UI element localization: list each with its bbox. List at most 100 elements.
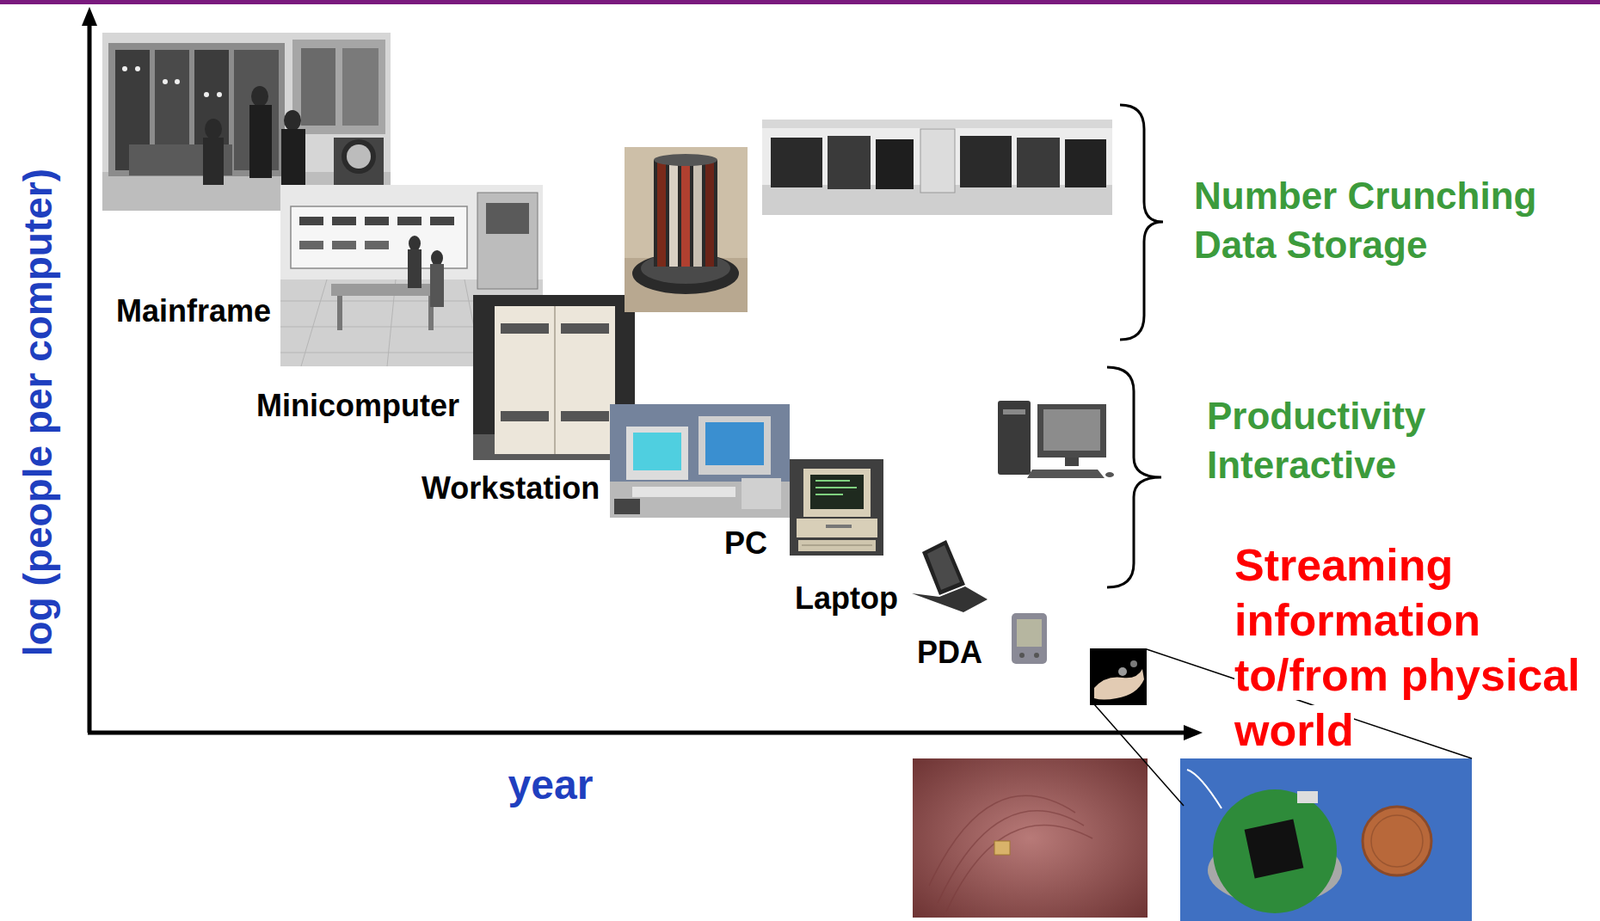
workstation-desk-photo xyxy=(632,486,736,498)
laptop-picture xyxy=(911,586,988,613)
minicomputer-photo xyxy=(332,216,357,226)
label-holder: PDA xyxy=(916,633,983,671)
supercomputer-photo xyxy=(681,160,690,267)
top-bar xyxy=(0,0,1600,5)
workstation-desk-photo xyxy=(741,478,782,510)
desktop-pc-picture xyxy=(1037,404,1107,458)
label-holder: Interactive xyxy=(1206,443,1397,489)
mainframe-photo xyxy=(203,92,210,98)
mote-photo xyxy=(1180,758,1472,921)
pc-photo xyxy=(798,540,876,552)
mote-photo xyxy=(1371,815,1423,868)
pc-photo xyxy=(810,474,864,510)
label-holder: Workstation xyxy=(421,469,600,507)
axis-label: year xyxy=(508,762,594,808)
workstation-desk-photo xyxy=(705,422,764,466)
pc-photo xyxy=(815,493,844,496)
workstation-desk-photo xyxy=(609,404,790,518)
pc-photo xyxy=(796,518,878,538)
label-holder: year xyxy=(508,760,594,811)
workstation-photo xyxy=(560,411,610,422)
axis xyxy=(87,20,93,733)
finger-photo xyxy=(912,758,1148,918)
workstation-desk-photo xyxy=(698,416,771,475)
minicomputer-photo xyxy=(301,279,327,367)
category-label: Interactive xyxy=(1206,443,1397,487)
desktop-pc-picture xyxy=(1027,469,1105,479)
mainframe-photo xyxy=(102,32,391,211)
laptop-picture xyxy=(927,545,960,591)
curly-bracket xyxy=(1107,104,1164,588)
workstation-photo xyxy=(494,306,616,455)
axis xyxy=(81,6,1203,741)
pda-picture xyxy=(1011,613,1047,665)
device-label: PC xyxy=(724,525,768,561)
axis xyxy=(1183,725,1203,741)
datacenter-photo xyxy=(762,119,1113,129)
mote-photo xyxy=(1187,769,1222,809)
finger-photo xyxy=(946,824,1093,912)
label-holder: Laptop xyxy=(794,579,899,617)
desktop-pc-picture xyxy=(1105,472,1114,478)
curly-bracket xyxy=(1107,367,1162,588)
supercomputer-photo xyxy=(624,147,748,313)
mote-photo xyxy=(1362,806,1432,876)
mainframe-photo xyxy=(292,39,386,135)
workstation-photo xyxy=(560,323,610,334)
pc-photo xyxy=(815,480,850,482)
mote-photo xyxy=(1297,791,1318,804)
mote-photo xyxy=(1180,758,1472,921)
mote-photo xyxy=(1212,789,1337,914)
minicomputer-photo xyxy=(397,216,422,226)
finger-photo xyxy=(937,811,1084,904)
supercomputer-photo xyxy=(653,160,718,267)
mainframe-photo xyxy=(281,129,306,194)
mainframe-photo xyxy=(342,48,379,126)
axis xyxy=(81,6,98,26)
mainframe-photo xyxy=(346,144,371,169)
category-label: Number Crunching xyxy=(1193,174,1537,217)
workstation-photo xyxy=(500,411,549,422)
axis-label: log (people per computer) xyxy=(15,168,61,657)
pda-picture xyxy=(1011,613,1047,665)
minicomputer-photo xyxy=(337,295,343,331)
device-label: PDA xyxy=(916,634,983,671)
label-holder: Minicomputer xyxy=(256,387,460,425)
pda-picture xyxy=(1016,619,1042,647)
workstation-photo xyxy=(500,323,549,334)
device-label: Laptop xyxy=(794,580,899,616)
minicomputer-photo xyxy=(430,264,444,308)
workstation-desk-photo xyxy=(633,432,682,471)
category-label: Streaming information to/from physical w… xyxy=(1234,540,1581,756)
datacenter-photo xyxy=(1016,137,1060,188)
axis xyxy=(87,731,1186,736)
minicomputer-photo xyxy=(430,216,455,226)
minicomputer-photo xyxy=(477,192,538,290)
device-label: Minicomputer xyxy=(256,387,460,424)
datacenter-photo xyxy=(875,139,914,190)
supercomputer-photo xyxy=(653,153,718,167)
supercomputer-photo xyxy=(705,160,714,267)
finger-photo xyxy=(929,795,1076,887)
minicomputer-photo xyxy=(299,216,324,226)
mainframe-photo xyxy=(102,32,391,211)
datacenter-photo xyxy=(960,135,1012,188)
mainframe-photo xyxy=(216,92,222,98)
hand-picture xyxy=(1118,667,1127,677)
category-label: Data Storage xyxy=(1193,223,1428,266)
desktop-pc-picture xyxy=(997,400,1114,479)
label-holder: Streaming information to/from physical w… xyxy=(1234,537,1595,758)
datacenter-photo xyxy=(762,119,1113,216)
pc-photo xyxy=(789,459,884,556)
datacenter-photo xyxy=(920,129,955,193)
finger-photo xyxy=(912,758,1148,918)
finger-photo xyxy=(994,841,1010,856)
pc-photo xyxy=(825,524,852,529)
minicomputer-photo xyxy=(486,203,530,234)
minicomputer-photo xyxy=(408,235,421,252)
laptop-picture xyxy=(922,540,966,596)
pc-photo xyxy=(815,486,857,489)
workstation-photo xyxy=(553,306,556,455)
mainframe-photo xyxy=(283,110,302,131)
device-label: Mainframe xyxy=(116,293,271,329)
